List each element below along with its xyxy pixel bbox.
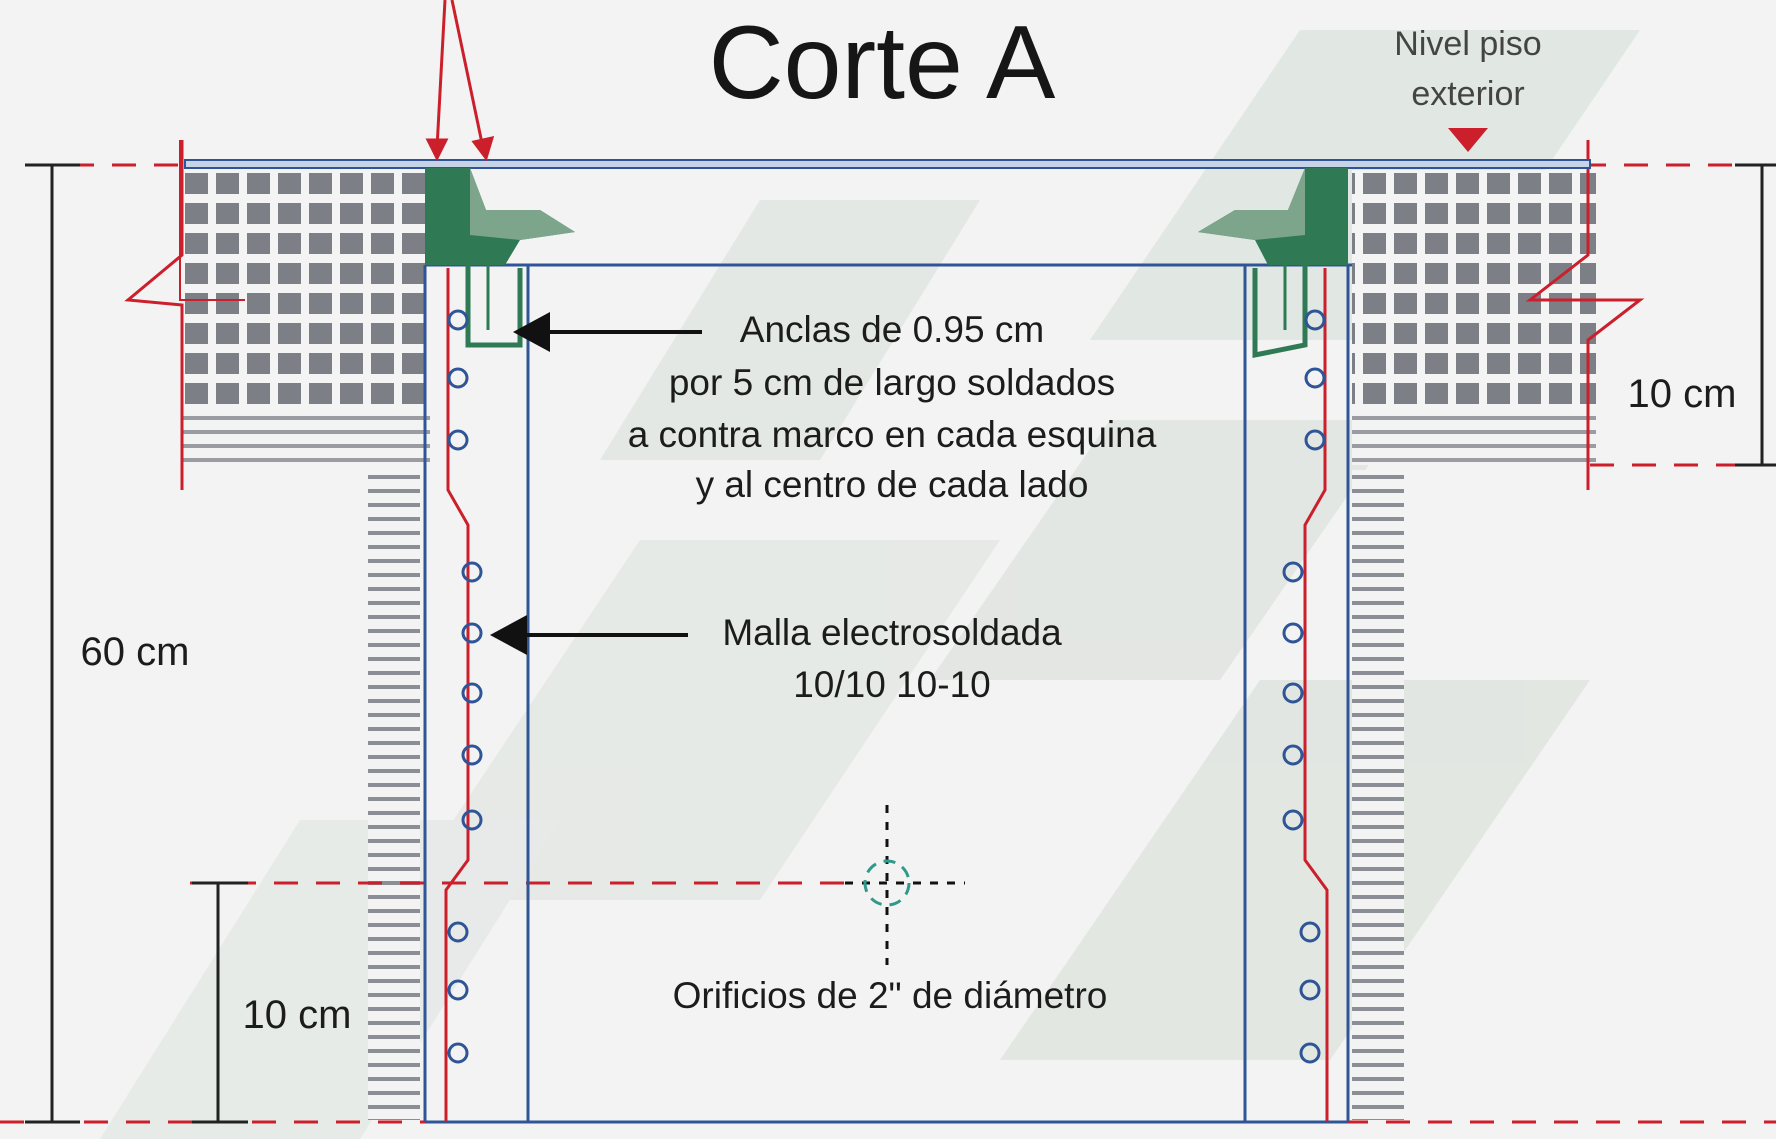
mesh-bar-circle [461, 622, 483, 644]
anchors-note-line2: por 5 cm de largo soldados [669, 362, 1115, 403]
mesh-bar-circle [447, 979, 469, 1001]
mesh-bar-circle [461, 561, 483, 583]
mesh-circles-left [447, 309, 483, 1064]
mesh-bar-circle [461, 809, 483, 831]
soil-hatch-left [368, 470, 420, 1120]
floor-level-label-line1: Nivel piso [1394, 25, 1541, 63]
mesh-bar-circle [1304, 429, 1326, 451]
slab-base-left [182, 410, 430, 465]
frame-right [1198, 168, 1348, 359]
mesh-bar-circle [461, 682, 483, 704]
mesh-bar-circle [1282, 682, 1304, 704]
mesh-bar-circle [1282, 744, 1304, 766]
mesh-bar-circle [1299, 1042, 1321, 1064]
frame-left [425, 168, 575, 348]
mesh-bar-circle [1304, 309, 1326, 331]
slab-thickness-label: 10 cm [1628, 372, 1737, 416]
soil-hatch-right [1352, 470, 1404, 1120]
mesh-bar-circle [1299, 921, 1321, 943]
slab-key-left [179, 140, 245, 301]
top-frame [184, 159, 1591, 169]
mesh-bar-circle [1282, 622, 1304, 644]
page-title: Corte A [709, 5, 1056, 121]
mesh-bar-circle [461, 744, 483, 766]
dimension-slab-thickness [1735, 163, 1776, 467]
anchors-note-line3: a contra marco en cada esquina [628, 414, 1157, 455]
top-leader-arrows [425, 0, 495, 162]
mesh-bar-circle [1282, 561, 1304, 583]
bottom-offset-label: 10 cm [243, 993, 352, 1037]
floor-level-marker-icon [1448, 128, 1488, 152]
mesh-note-line1: Malla electrosoldada [722, 612, 1062, 653]
slab-edge-left [124, 140, 184, 490]
anchors-note-line1: Anclas de 0.95 cm [740, 309, 1044, 350]
rebar-right [1303, 268, 1329, 1122]
mesh-bar-circle [447, 309, 469, 331]
drain-hole-icon [845, 805, 965, 965]
mesh-bar-circle [1299, 979, 1321, 1001]
slab-blocks-left [182, 170, 430, 410]
dimension-total-depth [25, 163, 80, 1124]
dimension-bottom-offset [192, 881, 248, 1124]
mesh-arrow [490, 615, 688, 655]
anchors-arrow [513, 312, 702, 352]
mesh-note-line2: 10/10 10-10 [793, 664, 991, 705]
mesh-circles-right [1282, 309, 1326, 1064]
mesh-bar-circle [1282, 809, 1304, 831]
mesh-bar-circle [447, 367, 469, 389]
floor-level-label-line2: exterior [1411, 75, 1524, 113]
total-depth-label: 60 cm [81, 630, 190, 674]
rebar-left [444, 268, 470, 1122]
mesh-bar-circle [1304, 367, 1326, 389]
mesh-bar-circle [447, 429, 469, 451]
mesh-bar-circle [447, 921, 469, 943]
slab-blocks-right [1352, 170, 1596, 410]
mesh-bar-circle [447, 1042, 469, 1064]
slab-base-right [1352, 410, 1596, 465]
anchors-note-line4: y al centro de cada lado [696, 464, 1089, 505]
holes-note: Orificios de 2" de diámetro [673, 975, 1108, 1016]
slab-edge-right [1525, 140, 1645, 490]
